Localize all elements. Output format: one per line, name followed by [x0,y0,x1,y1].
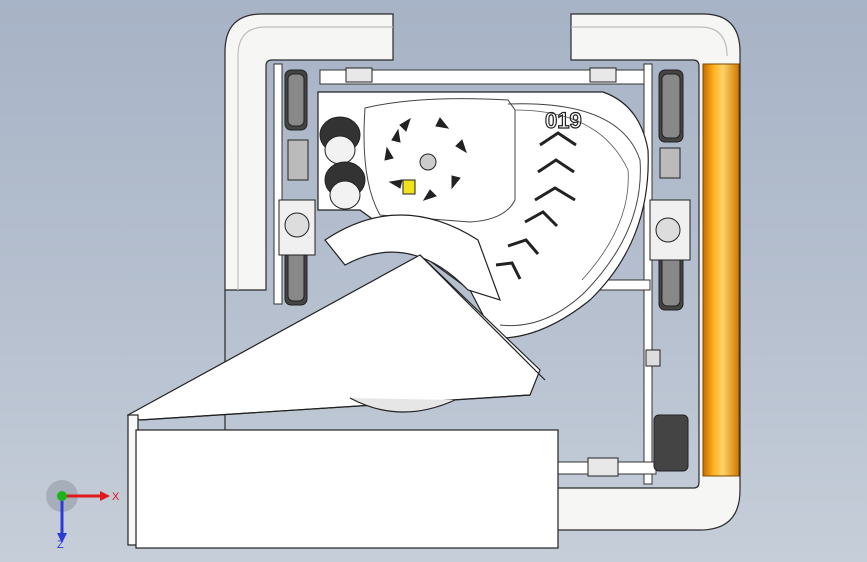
chevron-slots [495,131,577,280]
sloped-chute [126,254,546,421]
x-axis-label: X [112,491,120,503]
base-box [127,414,559,549]
inner-rails [273,63,657,485]
engraved-label: 019 [545,108,582,133]
left-drive-assembly [278,69,316,306]
feed-rollers [319,116,366,210]
z-axis-label: Z [57,539,64,548]
rotor-assembly [384,117,467,201]
frame-top-left [224,13,394,505]
right-drive-assembly [645,69,691,472]
xyz-triad-icon: X Z [46,480,120,548]
bottom-bracket [345,67,619,477]
curved-hood [324,214,501,301]
orange-guard-strip [702,63,740,477]
main-plate [317,91,649,339]
